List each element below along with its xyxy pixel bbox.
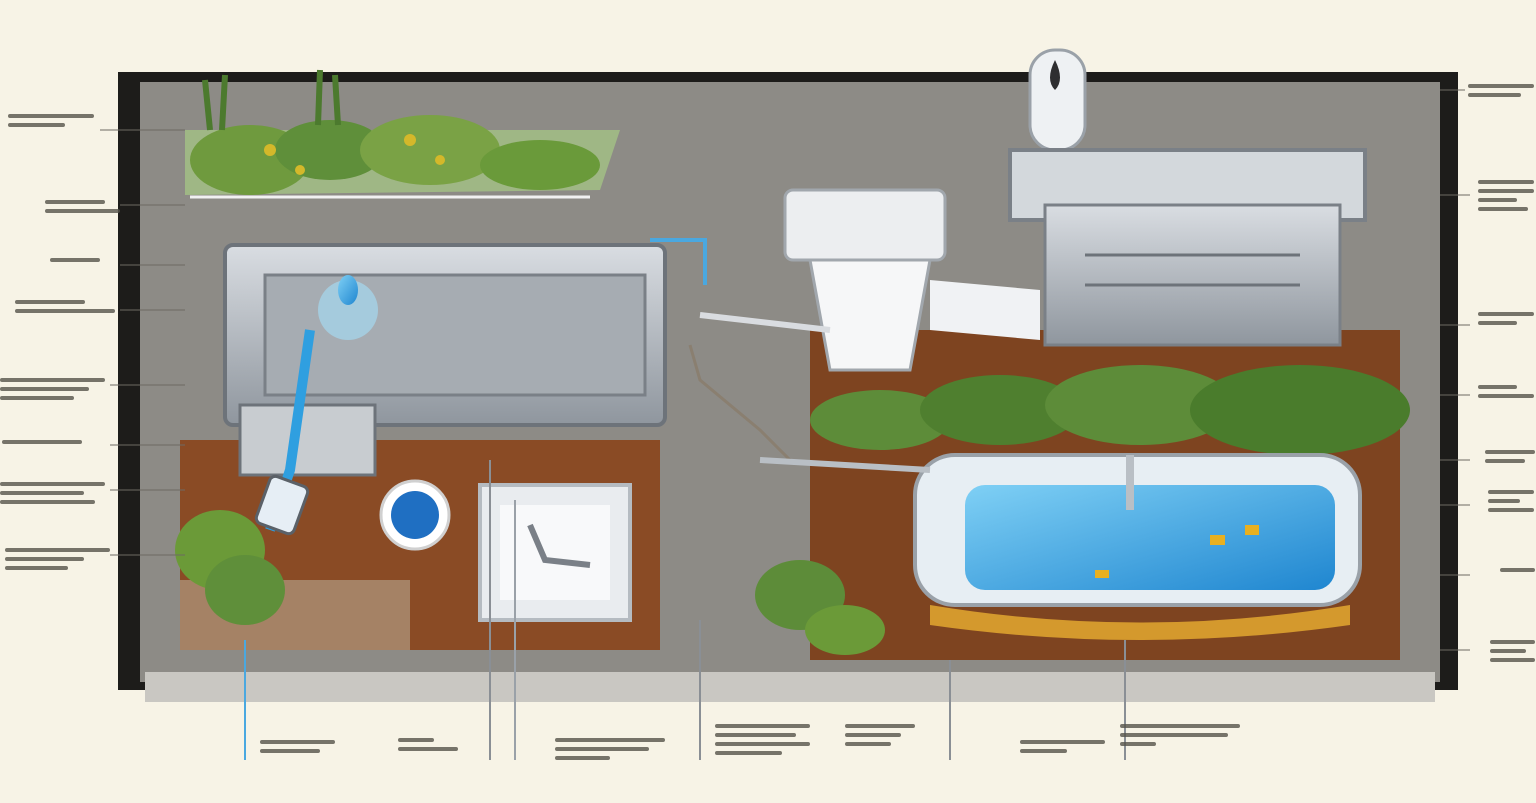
planter-bed xyxy=(810,365,1410,455)
pump xyxy=(254,474,310,536)
sink xyxy=(478,483,632,622)
callout-label xyxy=(45,200,120,213)
callout-label xyxy=(0,482,105,504)
pipes xyxy=(244,238,1134,760)
callout-label xyxy=(715,724,810,755)
callout-label xyxy=(1120,724,1240,746)
callout-label xyxy=(1485,450,1535,463)
callout-label xyxy=(1500,568,1535,572)
callout-label xyxy=(5,548,110,570)
callout-label xyxy=(15,300,115,313)
planter-bottom xyxy=(755,560,885,655)
callout-lines-right xyxy=(1440,89,1470,651)
callout-label xyxy=(50,258,100,262)
callout-label xyxy=(1490,640,1535,662)
rooftop-garden xyxy=(185,69,620,199)
drain xyxy=(379,479,451,551)
callout-label xyxy=(260,740,335,753)
water-tank xyxy=(1008,48,1367,347)
callout-label xyxy=(8,114,103,127)
callout-label xyxy=(1478,180,1534,211)
callout-label xyxy=(0,378,105,400)
callout-label xyxy=(398,738,458,751)
callout-label xyxy=(1020,740,1105,753)
callout-label xyxy=(1468,84,1534,97)
planter-left xyxy=(175,510,285,625)
callout-label xyxy=(555,738,665,760)
floor-slab xyxy=(145,672,1435,702)
callout-label xyxy=(1478,312,1534,325)
filtration-pond xyxy=(913,453,1362,640)
callout-label xyxy=(845,724,915,746)
callout-label xyxy=(2,440,82,444)
callout-lines-left xyxy=(100,129,185,556)
callout-label xyxy=(1478,385,1534,398)
callout-label xyxy=(1488,490,1534,512)
toilet xyxy=(783,188,1040,372)
